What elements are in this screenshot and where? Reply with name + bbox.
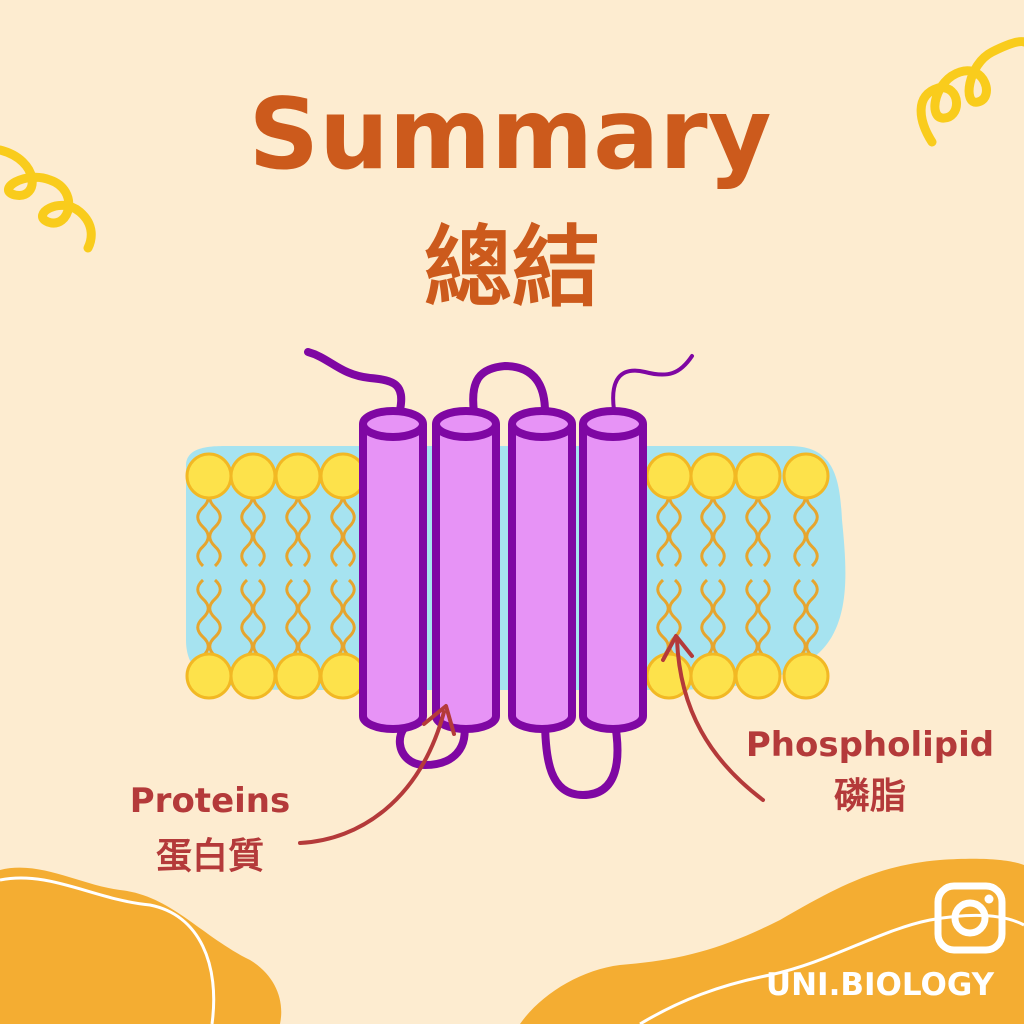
proteins-arrow-head <box>422 704 456 736</box>
phospholipid-arrow-head <box>661 634 694 662</box>
protein-helix-cylinder <box>359 407 427 733</box>
lipid-tail <box>252 578 266 658</box>
lipid-tail <box>297 486 311 568</box>
lipid-tail <box>656 486 670 568</box>
lipid-head <box>185 452 233 500</box>
proteins-label: Proteins <box>130 781 290 821</box>
protein-loop-bottom-right <box>541 717 622 800</box>
lipid-tail <box>668 486 682 568</box>
protein-tail-left <box>304 348 406 414</box>
lipid-head <box>319 452 367 500</box>
lipid-head <box>645 452 693 500</box>
squiggle-top-right <box>916 37 1024 147</box>
lipid-head <box>689 452 737 500</box>
lipid-tail <box>297 578 311 658</box>
lipid-tail <box>700 578 714 658</box>
protein-helix-cylinder <box>508 407 576 733</box>
instagram-icon[interactable] <box>934 882 1006 954</box>
page-title: Summary <box>249 78 772 192</box>
lipid-tail <box>793 578 807 658</box>
phospholipid <box>229 452 277 700</box>
lipid-tail <box>342 578 356 658</box>
lipid-head <box>229 452 277 500</box>
lipid-tail <box>700 486 714 568</box>
lipid-tail <box>656 578 670 658</box>
helix-body <box>508 424 576 733</box>
helix-top <box>579 407 647 441</box>
transmembrane-protein <box>359 407 647 733</box>
lipid-head <box>734 652 782 700</box>
proteins-arrow <box>298 710 446 845</box>
phospholipid-label: Phospholipid <box>746 725 994 765</box>
lipid-tail <box>208 578 222 658</box>
phospholipid <box>645 452 693 700</box>
page-subtitle: 總結 <box>424 216 600 319</box>
lipid-tail <box>196 578 210 658</box>
helix-body <box>579 424 647 733</box>
lipid-head <box>229 652 277 700</box>
helix-top <box>508 407 576 441</box>
bottom-left-blob <box>0 867 282 1024</box>
lipid-tail <box>805 578 819 658</box>
protein-tail-right <box>611 354 694 412</box>
lipid-tail <box>745 486 759 568</box>
phospholipid <box>319 452 367 700</box>
lipid-tail <box>285 486 299 568</box>
lipid-tail <box>240 578 254 658</box>
phospholipid <box>734 452 782 700</box>
lipid-tail <box>330 578 344 658</box>
phospholipid <box>782 452 830 700</box>
lipid-tail <box>240 486 254 568</box>
lipid-tail <box>712 486 726 568</box>
helix-body <box>359 424 427 733</box>
lipid-tail <box>342 486 356 568</box>
helix-top <box>359 407 427 441</box>
lipid-tail <box>196 486 210 568</box>
lipid-tail <box>285 578 299 658</box>
protein-loop-top <box>469 361 549 416</box>
bottom-right-blob <box>520 858 1024 1024</box>
helix-top <box>432 407 500 441</box>
lipid-head <box>782 452 830 500</box>
lipid-tail <box>330 486 344 568</box>
phospholipid-arrow <box>675 638 765 802</box>
squiggle-top-left <box>0 145 96 253</box>
lipid-head <box>319 652 367 700</box>
lipid-head <box>185 652 233 700</box>
lipid-tail <box>805 486 819 568</box>
lipid-tail <box>712 578 726 658</box>
phospholipid <box>274 452 322 700</box>
brand-handle: UNI.BIOLOGY <box>766 967 995 1003</box>
lipid-head <box>689 652 737 700</box>
lipid-tail <box>757 578 771 658</box>
lipid-head <box>274 452 322 500</box>
phospholipid-bilayer <box>185 452 830 700</box>
bottom-right-blob-outline <box>639 913 1024 1024</box>
proteins-label-zh: 蛋白質 <box>156 836 264 877</box>
lipid-head <box>734 452 782 500</box>
lipid-tail <box>208 486 222 568</box>
lipid-head <box>782 652 830 700</box>
lipid-tail <box>793 486 807 568</box>
phospholipid-label-zh: 磷脂 <box>834 776 906 817</box>
lipid-tail <box>745 578 759 658</box>
protein-helix-cylinder <box>432 407 500 733</box>
protein-helix-cylinder <box>579 407 647 733</box>
bottom-left-blob-outline <box>0 876 216 1024</box>
helix-body <box>432 424 500 733</box>
lipid-head <box>274 652 322 700</box>
lipid-tail <box>252 486 266 568</box>
lipid-tail <box>757 486 771 568</box>
